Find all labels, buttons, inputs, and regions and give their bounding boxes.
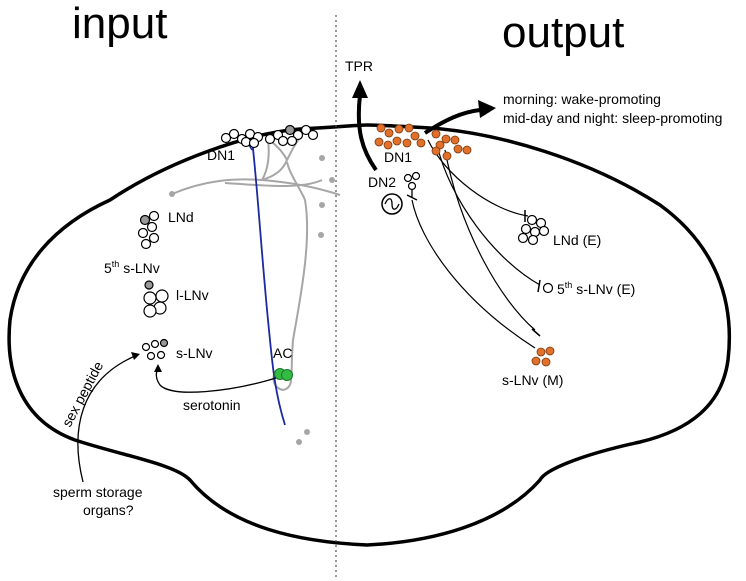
serotonin-label: serotonin — [183, 397, 241, 413]
output-inhibitory-terminals — [524, 210, 541, 337]
midday-label: mid-day and night: sleep-promoting — [503, 110, 722, 126]
oscillator-icon — [381, 193, 403, 215]
tpr-arrowhead — [352, 80, 368, 98]
output-lnd-cluster — [517, 214, 550, 246]
gray-dots — [169, 155, 335, 445]
output-slnv-label: s-LNv (M) — [502, 372, 563, 388]
input-lnd-cluster — [137, 210, 160, 250]
input-title: input — [72, 0, 167, 48]
output-projections — [411, 139, 541, 349]
tpr-label: TPR — [345, 58, 373, 74]
ac-cells — [274, 368, 293, 381]
output-arrowhead — [478, 100, 496, 118]
output-arrow — [423, 108, 481, 135]
input-dn1-cluster — [220, 124, 319, 149]
ac-label: AC — [273, 345, 292, 361]
output-dn1-cluster — [374, 123, 472, 161]
output-fifth-slnv-cell — [542, 282, 554, 294]
output-fifth-slnv-label: 5th s-LNv (E) — [557, 280, 635, 297]
llnv-cluster — [143, 280, 169, 318]
sex-peptide-arrow — [77, 355, 136, 483]
output-title: output — [502, 8, 624, 57]
output-lnd-label: LNd (E) — [553, 232, 601, 248]
dn2-cells — [403, 171, 421, 191]
serotonin-arrow — [155, 367, 277, 393]
input-lnd-label: LNd — [168, 209, 194, 225]
sex-peptide-label: sex peptide — [59, 358, 107, 429]
input-slnv-cluster — [141, 338, 169, 361]
output-slnv-cluster — [531, 346, 555, 367]
tpr-arrow — [356, 94, 378, 172]
dn2-terminal — [406, 190, 418, 201]
input-slnv-label: s-LNv — [176, 345, 213, 361]
serotonin-arrowhead — [154, 364, 162, 372]
sperm-storage-label: sperm storage — [53, 484, 143, 500]
sperm-storage-label-2: organs? — [83, 502, 134, 518]
dn2-label: DN2 — [368, 174, 396, 190]
llnv-label: l-LNv — [176, 287, 209, 303]
sex-peptide-arrowhead — [131, 352, 140, 360]
morning-label: morning: wake-promoting — [503, 91, 661, 107]
blue-projection — [251, 139, 286, 426]
output-dn1-label: DN1 — [384, 149, 412, 165]
brain-outline — [7, 123, 732, 547]
input-fifth-slnv-label: 5th s-LNv — [104, 259, 160, 276]
input-dn1-label: DN1 — [207, 147, 235, 163]
